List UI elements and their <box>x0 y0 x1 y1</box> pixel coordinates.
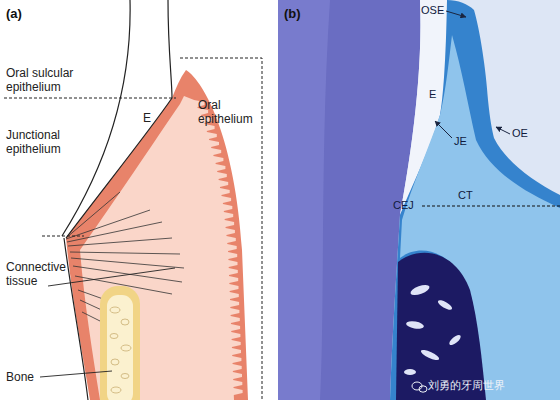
drawing-part <box>121 374 129 379</box>
gingival-epithelium <box>390 0 560 400</box>
abbrev-label: OE <box>512 127 528 140</box>
drawing-part <box>110 334 118 339</box>
drawing-part <box>180 58 262 400</box>
abbrev-label: CEJ <box>393 199 414 212</box>
drawing-part <box>448 333 463 347</box>
drawing-part <box>71 258 184 268</box>
region-label: Oral sulcular epithelium <box>6 66 88 95</box>
panel-letter: (a) <box>6 6 22 22</box>
drawing-part <box>446 11 466 17</box>
dentin-shade <box>278 0 330 400</box>
drawing-part <box>419 386 427 392</box>
panel-letter: (b) <box>284 6 301 22</box>
drawing-part <box>48 268 175 286</box>
drawing-part <box>66 210 150 239</box>
drawing-part <box>110 307 131 393</box>
drawing-part <box>404 369 416 375</box>
cej-dash <box>422 206 560 207</box>
drawing-part <box>73 266 182 282</box>
zone-dashes <box>4 58 262 400</box>
alveolar-bone <box>396 253 486 400</box>
abbrev-label: CT <box>458 189 473 202</box>
drawing-part <box>121 319 129 325</box>
drawing-part <box>67 222 162 242</box>
drawing-part <box>437 298 454 311</box>
enamel-label: E <box>429 88 436 101</box>
leader-lines <box>40 268 175 377</box>
drawing-part <box>111 387 121 393</box>
watermark: 刘勇的牙周世界 <box>428 379 505 392</box>
tooth-outline <box>62 0 172 400</box>
drawing-part <box>66 0 172 238</box>
pointer-arrows <box>435 11 510 138</box>
panel-ground <box>278 0 560 400</box>
drawing-part <box>406 320 425 330</box>
region-label: Bone <box>6 370 34 384</box>
drawing-part <box>64 238 88 400</box>
wechat-icon <box>412 382 427 392</box>
drawing-part <box>110 307 120 313</box>
alveolar-bone <box>100 286 140 400</box>
drawing-part <box>420 348 441 362</box>
drawing-part <box>100 286 140 400</box>
region-label: Junctional epithelium <box>6 128 74 157</box>
drawing-part <box>62 0 130 236</box>
drawing-part <box>107 295 133 400</box>
drawing-part <box>68 238 172 246</box>
drawing-part <box>121 345 131 351</box>
drawing-part <box>111 359 119 365</box>
region-label: Connective tissue <box>6 260 74 289</box>
drawing-part <box>409 283 431 297</box>
drawing-part <box>42 236 84 237</box>
drawing-part <box>70 252 180 254</box>
abbrev-label: OSE <box>421 4 444 17</box>
drawing-part <box>435 121 452 138</box>
drawing-part <box>40 371 112 377</box>
region-label: Oral epithelium <box>198 98 260 127</box>
enamel-label: E <box>143 111 151 125</box>
drawing-part <box>4 98 176 99</box>
bone-trabeculae <box>404 283 462 375</box>
drawing-part <box>496 127 510 134</box>
abbrev-label: JE <box>454 135 467 148</box>
